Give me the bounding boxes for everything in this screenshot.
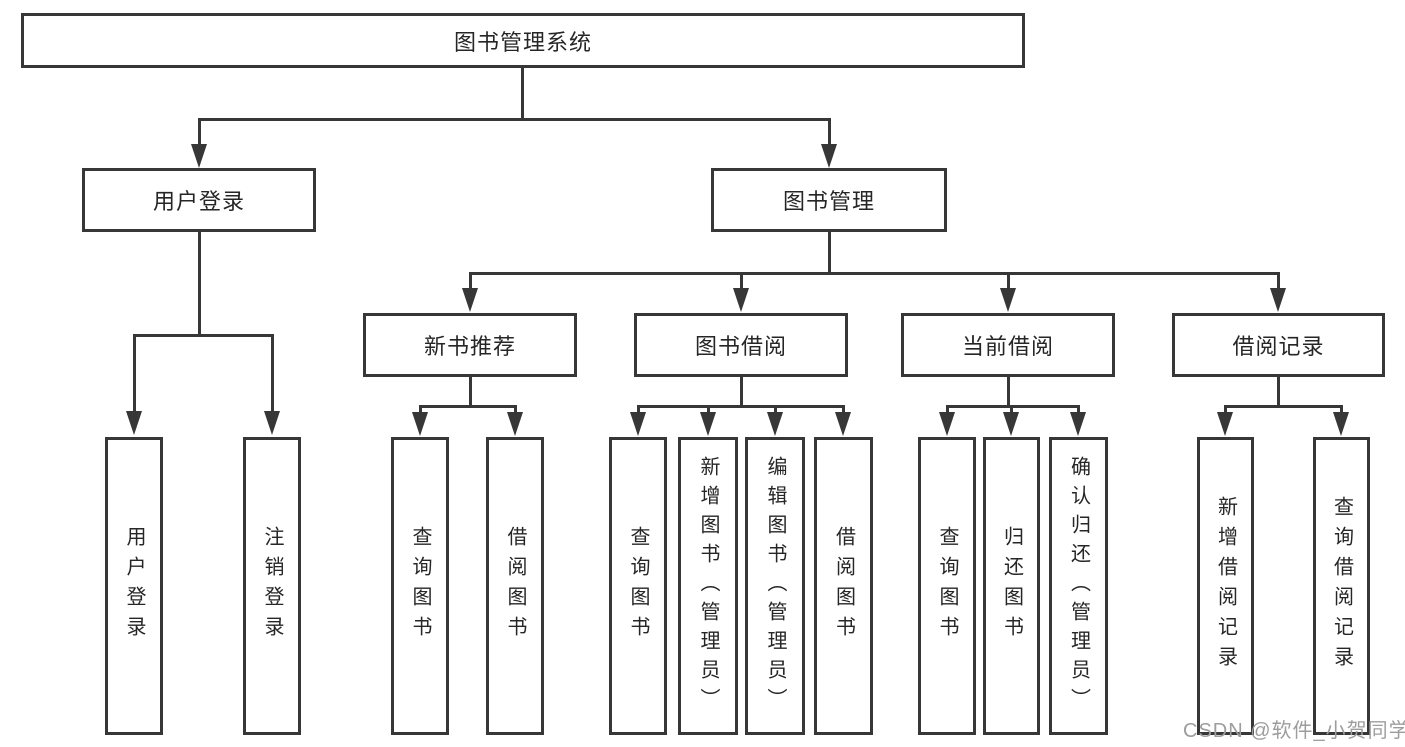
leaf-borrow-books-borrowing: 借阅图书 <box>814 437 873 735</box>
arrowhead-down-icon <box>835 412 851 436</box>
connector-stem <box>740 377 743 407</box>
connector-stem <box>1007 272 1010 290</box>
connector-stem <box>828 118 831 146</box>
arrowhead-down-icon <box>939 412 955 436</box>
leaf-add-borrow-record: 新增借阅记录 <box>1197 437 1254 735</box>
connector-stem <box>842 405 845 414</box>
connector-stem <box>469 377 472 407</box>
arrowhead-down-icon <box>1003 412 1019 436</box>
arrowhead-down-icon <box>733 288 749 312</box>
connector-stem <box>1007 377 1010 407</box>
arrowhead-down-icon <box>126 411 142 435</box>
arrowhead-down-icon <box>700 412 716 436</box>
connector-stem <box>828 232 831 274</box>
arrowhead-down-icon <box>767 412 783 436</box>
connector-stem <box>1277 377 1280 407</box>
connector-stem <box>521 68 524 120</box>
arrowhead-down-icon <box>264 411 280 435</box>
arrowhead-down-icon <box>462 288 478 312</box>
arrowhead-down-icon <box>1333 412 1349 436</box>
arrowhead-down-icon <box>630 412 646 436</box>
node-current-borrowing: 当前借阅 <box>901 313 1115 377</box>
arrowhead-down-icon <box>191 144 207 168</box>
leaf-query-books-borrowing: 查询图书 <box>609 437 667 735</box>
node-borrowing-records: 借阅记录 <box>1172 313 1385 377</box>
connector-branch <box>637 405 845 408</box>
arrowhead-down-icon <box>1217 412 1233 436</box>
connector-stem <box>774 405 777 414</box>
connector-branch <box>419 405 517 408</box>
leaf-add-book-admin: 新增图书（管理员） <box>678 437 738 735</box>
connector-stem <box>198 232 201 336</box>
connector-stem <box>1010 405 1013 414</box>
connector-stem <box>419 405 422 414</box>
node-library-system: 图书管理系统 <box>21 13 1025 68</box>
connector-stem <box>707 405 710 414</box>
arrowhead-down-icon <box>1000 288 1016 312</box>
arrowhead-down-icon <box>507 412 523 436</box>
connector-stem <box>514 405 517 414</box>
node-book-borrowing: 图书借阅 <box>634 313 848 377</box>
node-new-book-recommendation: 新书推荐 <box>363 313 577 377</box>
leaf-logout-login: 注销登录 <box>243 437 301 735</box>
connector-stem <box>133 334 136 412</box>
connector-branch <box>1224 405 1343 408</box>
csdn-watermark: CSDN @软件_小贺同学 <box>1183 720 1405 742</box>
leaf-user-login: 用户登录 <box>105 437 163 735</box>
node-user-login: 用户登录 <box>82 168 316 232</box>
arrowhead-down-icon <box>1070 412 1086 436</box>
arrowhead-down-icon <box>1270 288 1286 312</box>
connector-stem <box>469 272 472 290</box>
connector-stem <box>946 405 949 414</box>
connector-stem <box>1224 405 1227 414</box>
leaf-query-books-current: 查询图书 <box>918 437 976 735</box>
connector-stem <box>198 118 201 146</box>
leaf-edit-book-admin: 编辑图书（管理员） <box>745 437 805 735</box>
node-book-management: 图书管理 <box>711 168 947 232</box>
connector-stem <box>1077 405 1080 414</box>
leaf-return-books: 归还图书 <box>983 437 1040 735</box>
leaf-borrow-books-recommend: 借阅图书 <box>486 437 544 735</box>
connector-stem <box>1340 405 1343 414</box>
arrowhead-down-icon <box>412 412 428 436</box>
connector-branch <box>133 334 274 337</box>
leaf-query-books-recommend: 查询图书 <box>391 437 449 735</box>
connector-stem <box>637 405 640 414</box>
arrowhead-down-icon <box>821 144 837 168</box>
connector-branch <box>946 405 1080 408</box>
connector-stem <box>1277 272 1280 290</box>
connector-stem <box>740 272 743 290</box>
leaf-query-borrow-record: 查询借阅记录 <box>1313 437 1370 735</box>
leaf-confirm-return-admin: 确认归还（管理员） <box>1049 437 1108 735</box>
connector-branch <box>198 118 831 121</box>
connector-stem <box>271 334 274 412</box>
connector-branch <box>469 272 1280 275</box>
